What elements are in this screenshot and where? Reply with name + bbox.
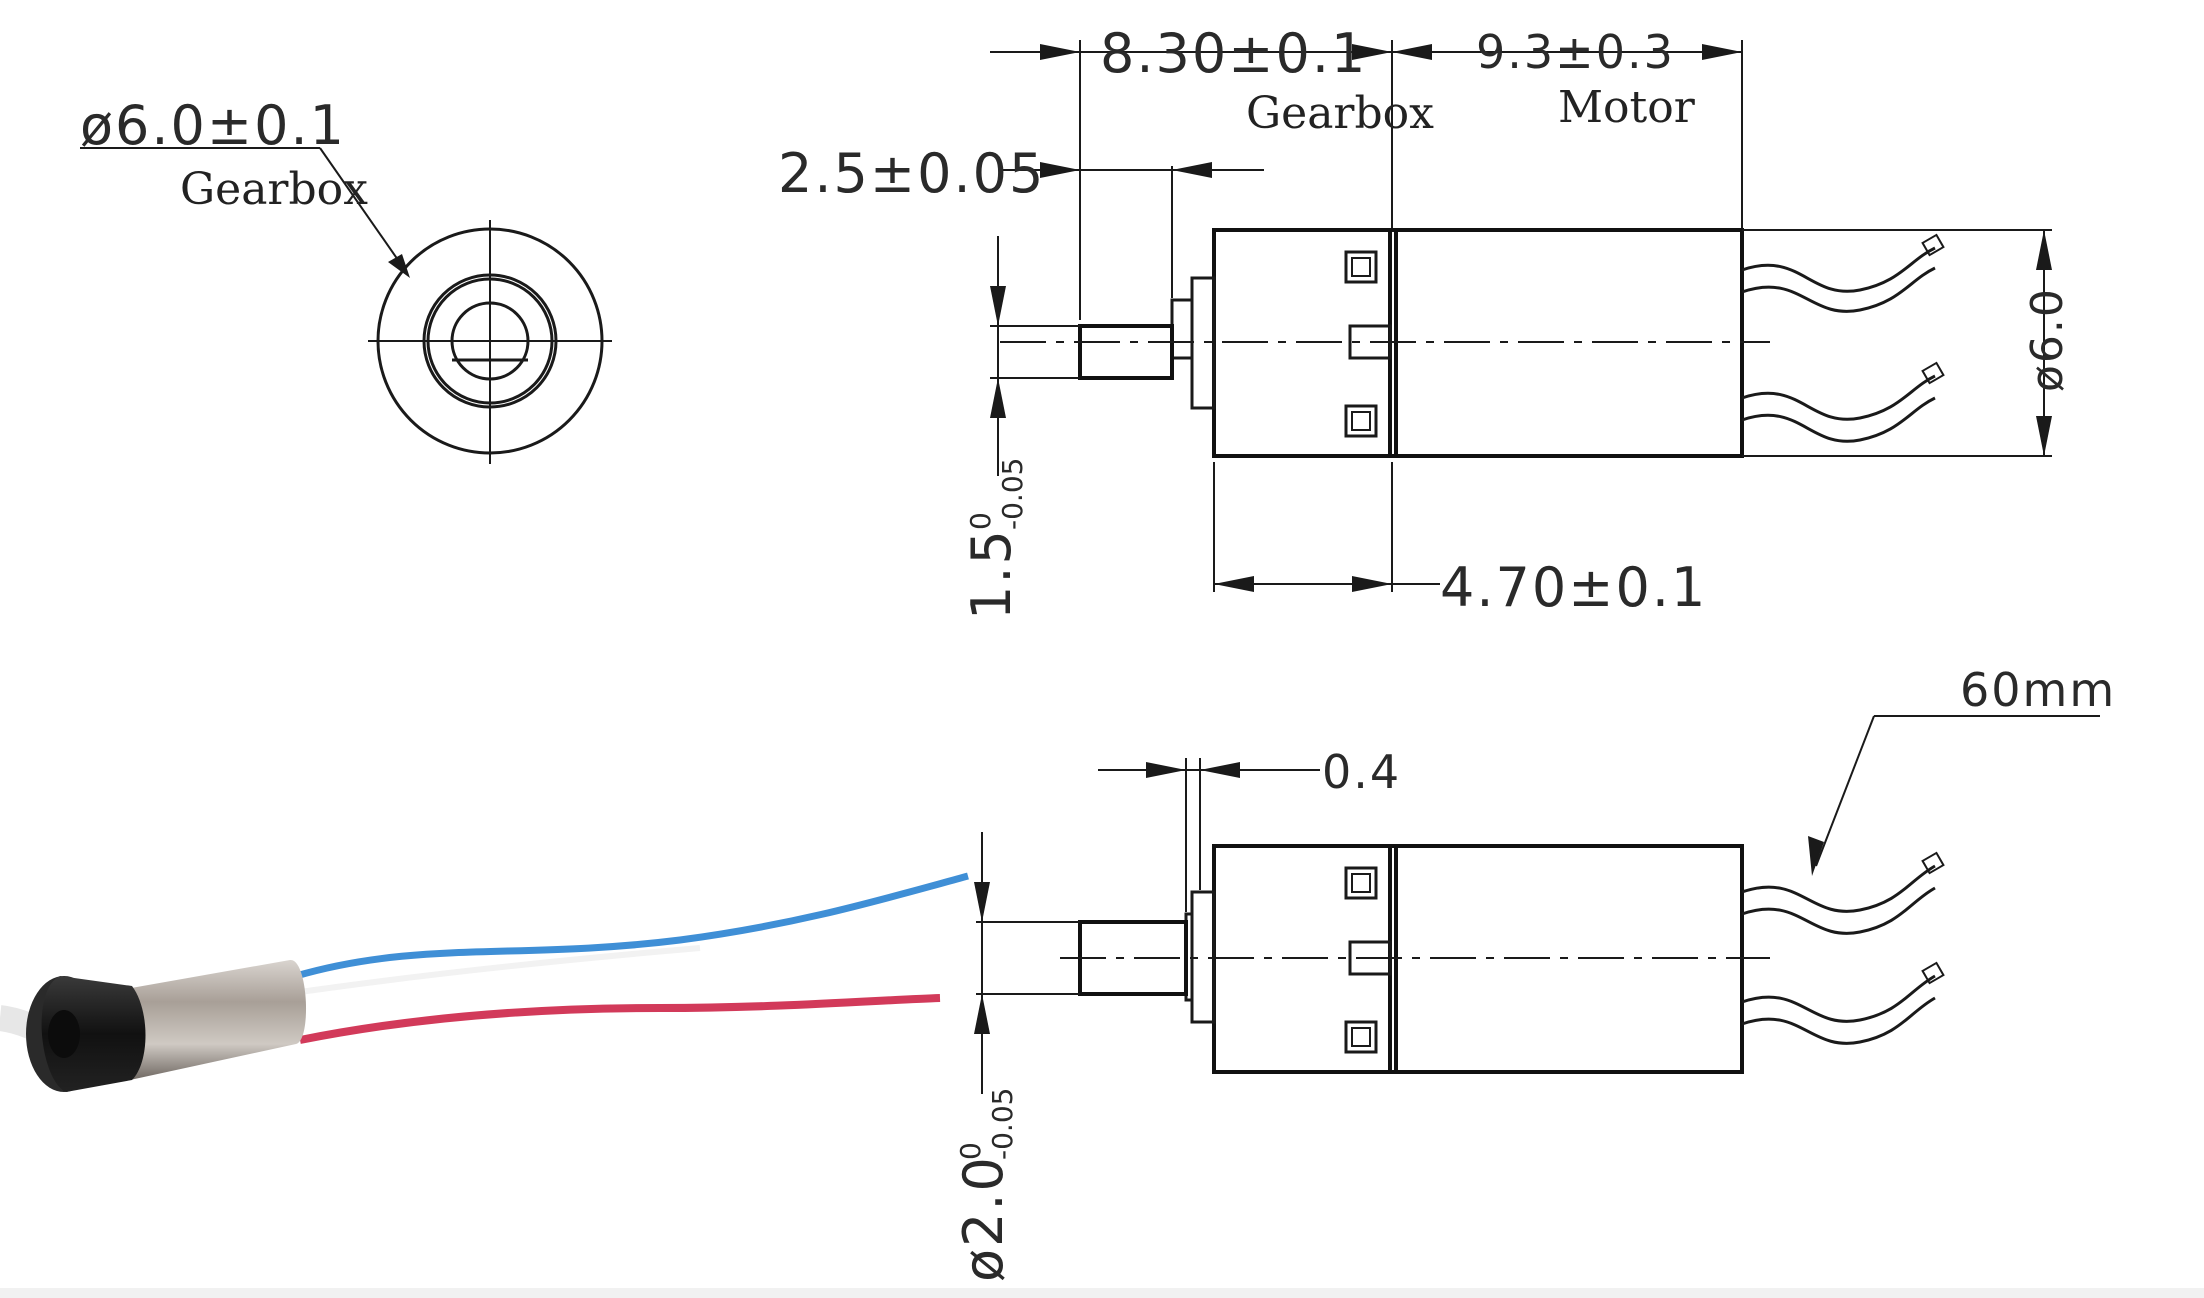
shaft-tol-lower: -0.05 [986,1088,1019,1160]
body-diameter-dim: ø6.0 [2022,287,2073,392]
white-wire [299,945,701,995]
shaft-flat-dim: 1.5 [960,528,1023,620]
end-view-diameter: ø6.0±0.1 [80,94,346,157]
footer-strip [0,1288,2204,1298]
end-view: ø6.0±0.1 Gearbox [80,94,612,464]
gearbox-body-length-dim: 4.70±0.1 [1440,556,1707,619]
shaft-diameter-dim: ø2.0 [952,1155,1015,1282]
motor-length-dim: 9.3±0.3 [1476,25,1675,79]
red-wire [299,994,941,1044]
gearbox-label: Gearbox [1246,88,1434,139]
side-view: 8.30±0.1 9.3±0.3 Gearbox Motor 2.5±0.05 … [778,22,2073,620]
shaft-flat-tol-lower: -0.05 [996,458,1029,530]
flange-dim: 0.4 [1322,745,1401,799]
shaft-length-dim: 2.5±0.05 [778,142,1045,205]
gearbox-length-dim: 8.30±0.1 [1100,22,1367,85]
motor-photo [0,872,969,1092]
wire-length-dim: 60mm [1960,663,2116,717]
shaft-flat-tol-upper: 0 [964,512,997,530]
motor-can [120,959,307,1080]
end-view-label: Gearbox [180,164,368,215]
blue-wire [295,872,969,980]
shaft-tol-upper: 0 [954,1142,987,1160]
gear-cap [41,976,146,1092]
motor-label: Motor [1558,82,1696,133]
bottom-view: 0.4 60mm ø2.0 0 -0.05 [952,663,2116,1282]
